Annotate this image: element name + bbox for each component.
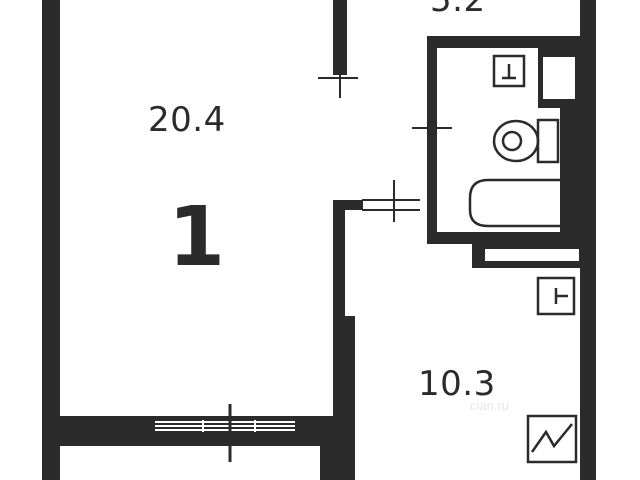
shaft-inner	[483, 247, 581, 263]
electric-panel-icon	[526, 414, 578, 464]
corridor-wall	[345, 200, 363, 210]
bottom-room-left-outer	[42, 446, 54, 480]
bathroom-top-wall	[427, 36, 580, 48]
kitchen-area-label: 10.3	[418, 364, 496, 404]
sink-icon	[492, 54, 526, 88]
walls	[42, 0, 596, 480]
vent-inner	[541, 55, 577, 101]
bottom-room-left-wall	[320, 446, 334, 480]
partition-lower	[333, 200, 345, 316]
room-number-label: 1	[168, 190, 226, 285]
kitchen-right-wall	[580, 268, 596, 480]
outlet-icon	[536, 276, 576, 316]
bottom-room-top-wall	[42, 436, 334, 446]
partition-lower-thick	[333, 316, 355, 480]
partition-upper	[333, 0, 347, 75]
bathtub-icon	[468, 178, 578, 228]
toilet-icon	[492, 118, 560, 164]
room-area-label: 20.4	[148, 100, 226, 140]
left-outer-wall	[42, 0, 60, 480]
top-room-area-label: 5.2	[430, 0, 486, 20]
door-markers	[318, 58, 452, 222]
window	[155, 420, 295, 432]
bathroom-bottom-wall	[427, 232, 580, 244]
watermark: cian.ru	[470, 398, 510, 413]
bathroom-divider	[560, 108, 580, 232]
